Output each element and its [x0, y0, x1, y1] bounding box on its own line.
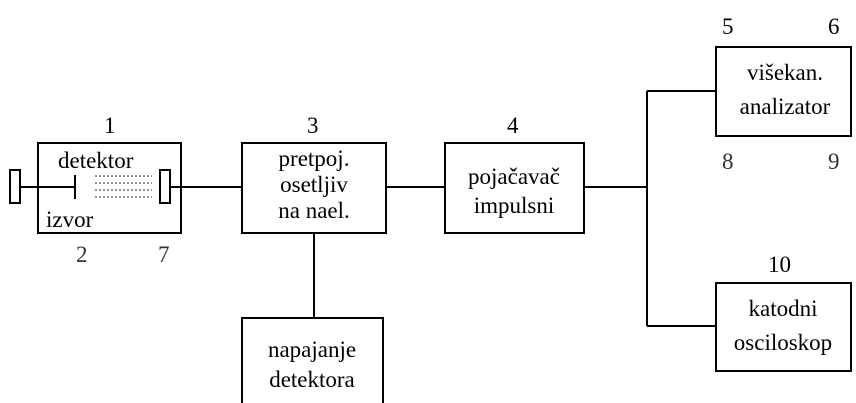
- amplifier-block: pojačavač impulsni 4: [444, 113, 585, 234]
- detector-block: detektor izvor 1 2 7: [9, 113, 182, 267]
- power-supply-line-2: detektora: [269, 367, 355, 392]
- detector-number: 1: [104, 113, 116, 138]
- analyzer-number-8: 8: [722, 149, 734, 174]
- analyzer-number-5: 5: [722, 14, 734, 39]
- analyzer-box: [715, 46, 852, 137]
- oscilloscope-block: katodni osciloskop 10: [715, 252, 852, 372]
- analyzer-number-9: 9: [828, 149, 840, 174]
- power-supply-box: [241, 317, 384, 403]
- analyzer-block: višekan. analizator 5 6 8 9: [715, 14, 852, 174]
- window-number: 7: [158, 242, 170, 267]
- power-supply-block: napajanje detektora: [241, 317, 384, 403]
- oscilloscope-line-1: katodni: [749, 296, 818, 321]
- analyzer-line-1: višekan.: [747, 60, 823, 85]
- oscilloscope-number: 10: [768, 252, 791, 277]
- analyzer-number-6: 6: [828, 14, 840, 39]
- amplifier-line-2: impulsni: [474, 193, 555, 218]
- preamp-line-3: na nael.: [278, 198, 350, 223]
- analyzer-line-2: analizator: [740, 94, 831, 119]
- oscilloscope-line-2: osciloskop: [734, 330, 832, 355]
- preamp-line-2: osetljiv: [280, 172, 348, 197]
- preamp-block: pretpoj. osetljiv na nael. 3: [241, 113, 387, 234]
- detector-left-cap: [9, 169, 21, 204]
- amplifier-line-1: pojačavač: [468, 164, 560, 189]
- source-label: izvor: [46, 207, 94, 232]
- preamp-number: 3: [307, 113, 319, 138]
- oscilloscope-box: [715, 282, 852, 372]
- detector-label: detektor: [58, 148, 134, 173]
- source-number: 2: [76, 242, 88, 267]
- preamp-line-1: pretpoj.: [279, 146, 350, 171]
- power-supply-line-1: napajanje: [268, 337, 356, 362]
- detector-window: [159, 169, 171, 204]
- amplifier-box: [444, 142, 585, 234]
- amplifier-number: 4: [507, 113, 519, 138]
